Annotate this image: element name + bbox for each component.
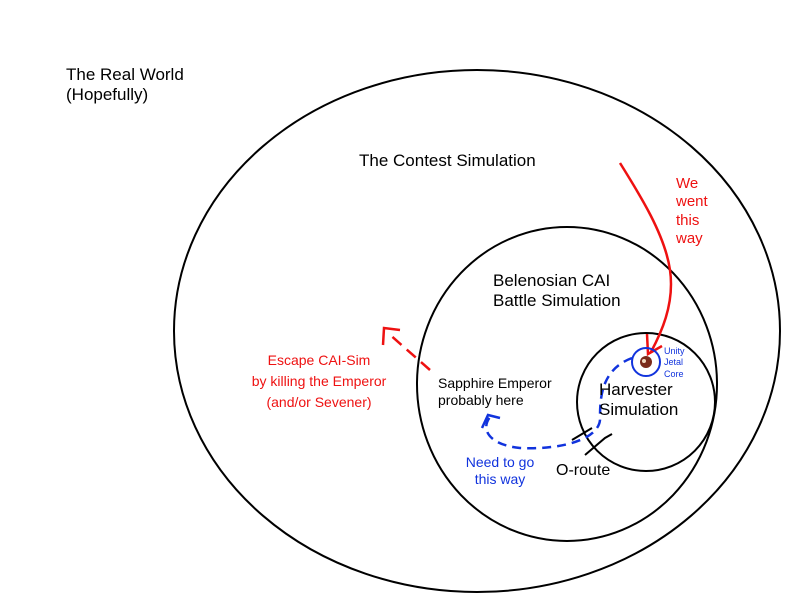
character-icon: [640, 356, 652, 368]
o-route-label: O-route: [556, 462, 611, 479]
escape-route-line: [387, 332, 431, 371]
contest-simulation-boundary: [173, 69, 781, 593]
belenosian-simulation-boundary: [416, 226, 718, 542]
future-route-arrowhead: [480, 413, 501, 429]
past-route-arrowhead: [645, 333, 663, 357]
future-route-path: [485, 356, 633, 450]
contest-simulation-label: The Contest Simulation: [359, 151, 536, 170]
real-world-label: The Real World(Hopefully): [66, 65, 184, 105]
o-route-tick-1: [571, 427, 593, 441]
escape-route-arrowhead: [381, 326, 401, 346]
harvester-simulation-boundary: [576, 332, 716, 472]
unity-jetal-core-circle: [631, 347, 661, 377]
past-route-arrow: [618, 162, 673, 353]
o-route-tick-2: [584, 433, 613, 456]
